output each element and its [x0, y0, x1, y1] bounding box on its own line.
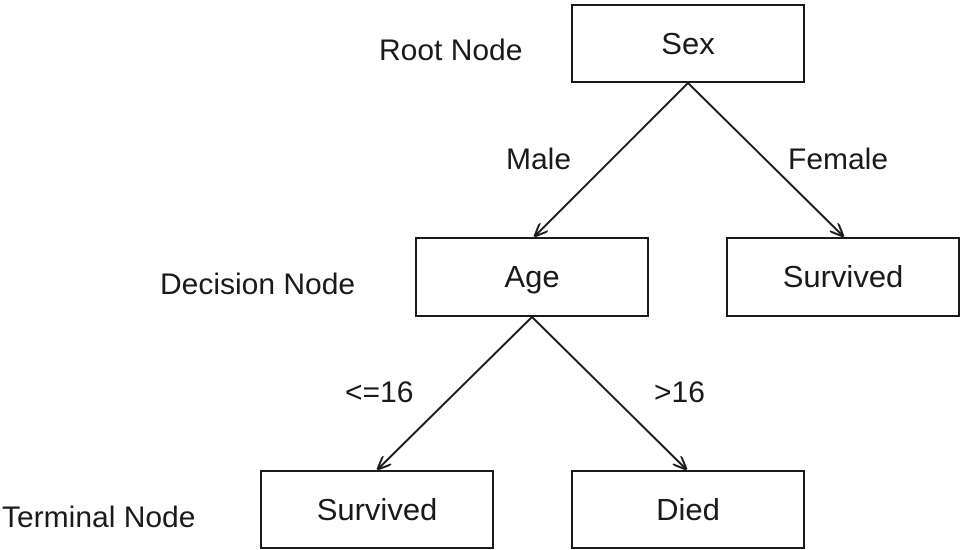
terminal-node-died: Died: [571, 470, 805, 549]
edge-label-female: Female: [788, 143, 889, 176]
terminal-node-survived-female: Survived: [726, 237, 960, 317]
edge-female-line: [687, 82, 843, 236]
edge-male-line: [535, 82, 689, 236]
edge-label-gt16: >16: [654, 376, 705, 409]
edge-label-male: Male: [506, 143, 572, 176]
edge-label-le16: <=16: [345, 376, 414, 409]
edge-gt16-line: [531, 316, 686, 469]
root-node-sex: Sex: [571, 4, 805, 83]
terminal-node-survived-young: Survived: [260, 470, 494, 549]
level-label-decision: Decision Node: [160, 268, 356, 301]
decision-node-age: Age: [415, 237, 649, 317]
edge-le16-line: [378, 316, 533, 469]
level-label-root: Root Node: [379, 34, 523, 67]
level-label-terminal: Terminal Node: [2, 501, 196, 534]
